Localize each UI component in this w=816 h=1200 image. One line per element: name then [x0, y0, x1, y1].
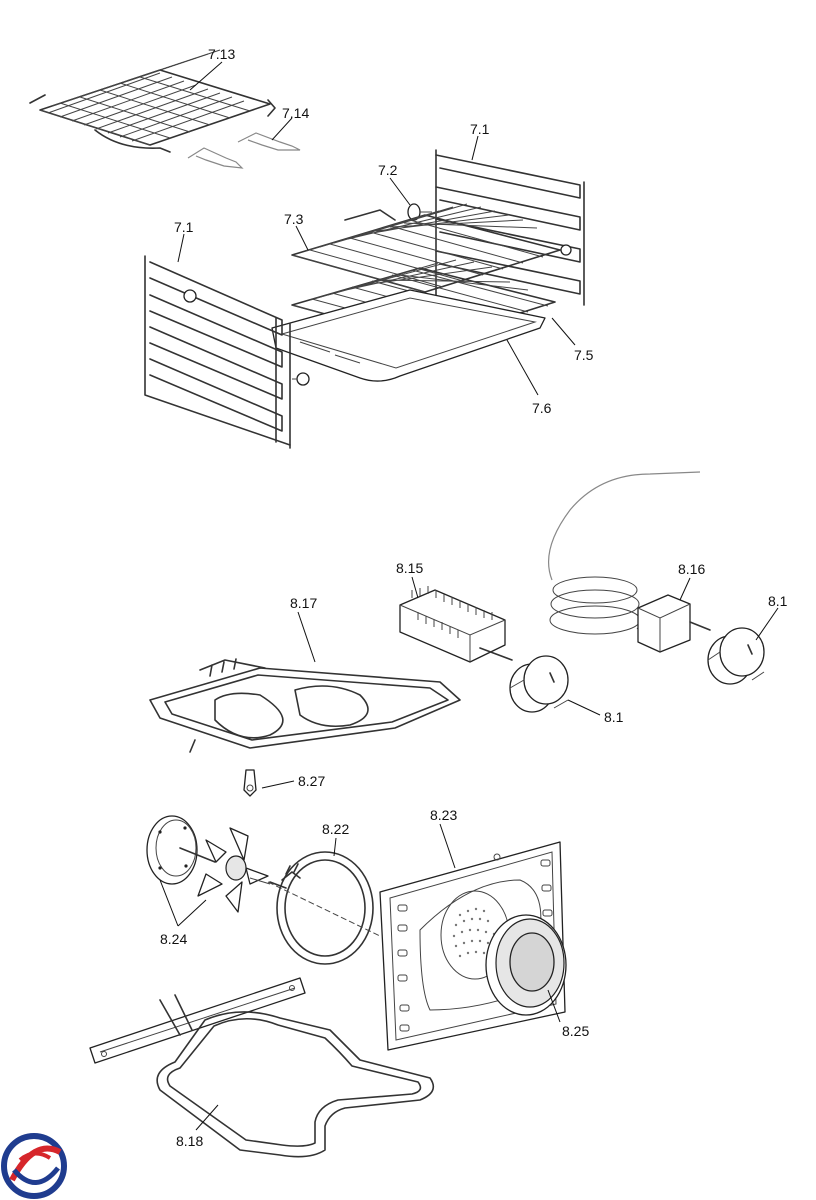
part-7-1-left-side-runner [144, 255, 310, 449]
label-7-2: 7.2 [378, 162, 398, 178]
part-8-22-circular-element [269, 851, 374, 965]
label-7-6: 7.6 [532, 400, 552, 416]
part-8-27-bracket [243, 769, 257, 797]
label-7-5: 7.5 [574, 347, 594, 363]
label-8-18: 8.18 [176, 1133, 203, 1149]
part-8-1-knob-middle [509, 655, 569, 713]
part-7-13-grill-rack [29, 49, 276, 153]
label-7-1-right: 7.1 [470, 121, 490, 137]
part-8-17-grill-element [149, 658, 461, 753]
label-8-1-right: 8.1 [768, 593, 788, 609]
part-8-18-bottom-element [89, 977, 435, 1158]
part-8-25-fan-seal [485, 914, 567, 1016]
label-7-13: 7.13 [208, 46, 235, 62]
label-8-1-middle: 8.1 [604, 709, 624, 725]
brand-logo [1, 1133, 67, 1199]
label-8-25: 8.25 [562, 1023, 589, 1039]
label-8-15: 8.15 [396, 560, 423, 576]
label-8-17: 8.17 [290, 595, 317, 611]
part-8-24-fan-motor-and-blade [146, 815, 271, 913]
label-7-1-left: 7.1 [174, 219, 194, 235]
part-labels: 7.13 7.14 7.1 7.2 7.3 7.1 7.5 7.6 8.15 8… [160, 46, 788, 1149]
label-8-16: 8.16 [678, 561, 705, 577]
label-8-24: 8.24 [160, 931, 187, 947]
label-8-22: 8.22 [322, 821, 349, 837]
label-7-14: 7.14 [282, 105, 309, 121]
part-7-14-runner-clips [187, 132, 301, 169]
label-8-23: 8.23 [430, 807, 457, 823]
part-7-6-baking-tray [271, 289, 546, 382]
label-7-3: 7.3 [284, 211, 304, 227]
part-8-15-selector-switch [399, 586, 513, 663]
label-8-27: 8.27 [298, 773, 325, 789]
leader-lines [159, 61, 779, 1131]
part-8-1-knob-right [707, 627, 765, 685]
part-8-16-thermostat [548, 471, 711, 653]
